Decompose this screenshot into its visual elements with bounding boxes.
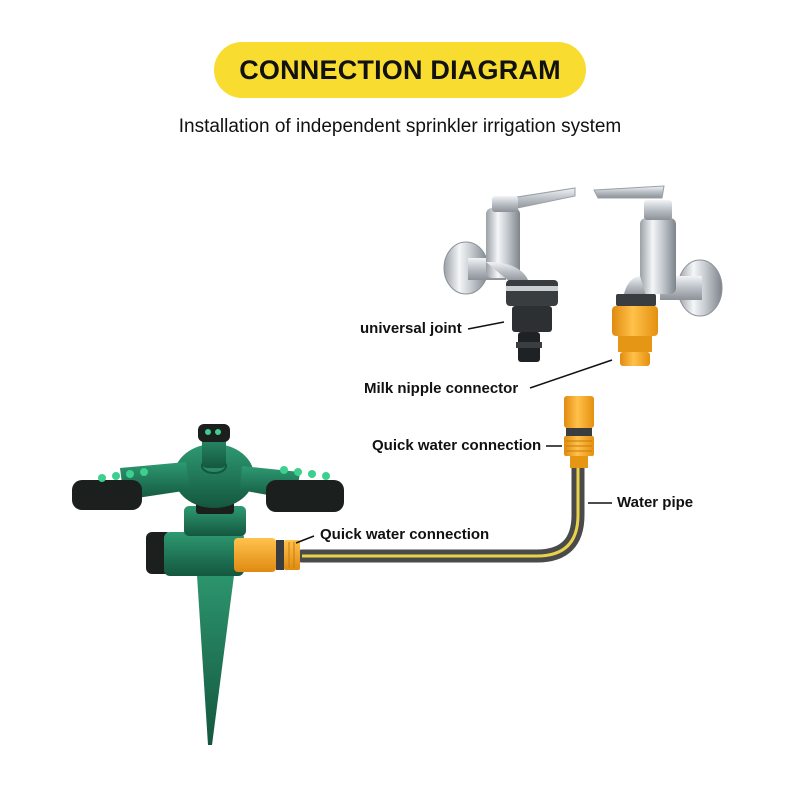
leader-universal-joint xyxy=(467,321,505,330)
faucet-right xyxy=(593,185,723,317)
title-banner: CONNECTION DIAGRAM xyxy=(214,42,586,98)
faucet-left xyxy=(443,187,576,295)
universal-joint xyxy=(506,280,558,362)
diagram-title: CONNECTION DIAGRAM xyxy=(239,54,561,85)
quick-connector-bottom xyxy=(234,538,300,572)
diagram-subtitle: Installation of independent sprinkler ir… xyxy=(178,116,622,137)
label-milk-nipple-connector: Milk nipple connector xyxy=(364,380,519,397)
leader-milk-nipple xyxy=(529,359,613,389)
sprinkler xyxy=(72,424,344,745)
milk-nipple-connector xyxy=(612,294,658,366)
leader-lines xyxy=(295,321,613,544)
water-pipe xyxy=(295,459,585,563)
label-quick-water-connection-bottom: Quick water connection xyxy=(320,526,490,543)
label-universal-joint: universal joint xyxy=(360,320,462,337)
leader-quick-bottom xyxy=(295,535,315,544)
quick-connector-top xyxy=(564,396,594,468)
label-quick-water-connection-top: Quick water connection xyxy=(372,437,542,454)
label-water-pipe: Water pipe xyxy=(617,494,694,511)
